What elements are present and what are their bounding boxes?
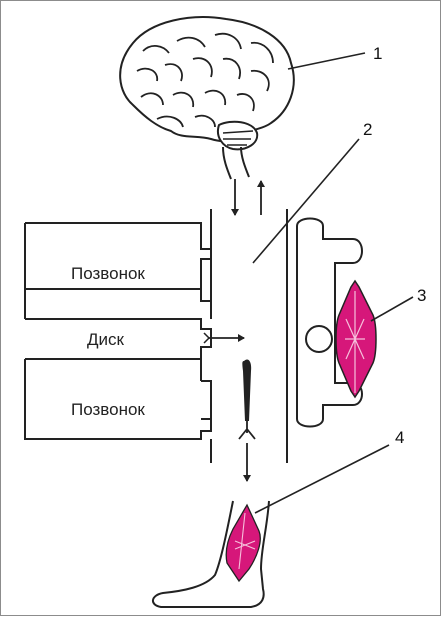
callout-4: 4 — [395, 428, 404, 447]
brain-icon — [119, 16, 295, 180]
leader-line-4 — [254, 444, 390, 514]
leader-line-1 — [287, 52, 366, 70]
upper-vertebra-label: Позвонок — [71, 264, 145, 283]
leader-line-2 — [252, 138, 360, 264]
callout-1: 1 — [373, 44, 382, 63]
callout-3: 3 — [417, 286, 426, 305]
leg-muscle — [225, 503, 261, 583]
muscle-icon — [335, 279, 377, 399]
lower-vertebra-label: Позвонок — [71, 400, 145, 419]
callout-2: 2 — [363, 120, 372, 139]
leg-muscle-fibers — [234, 512, 256, 570]
leader-line-3 — [370, 296, 414, 322]
disc-pointer — [203, 332, 211, 344]
disc-label: Диск — [87, 330, 125, 349]
vertebral-column — [24, 209, 363, 463]
neuron-icon — [238, 359, 256, 440]
